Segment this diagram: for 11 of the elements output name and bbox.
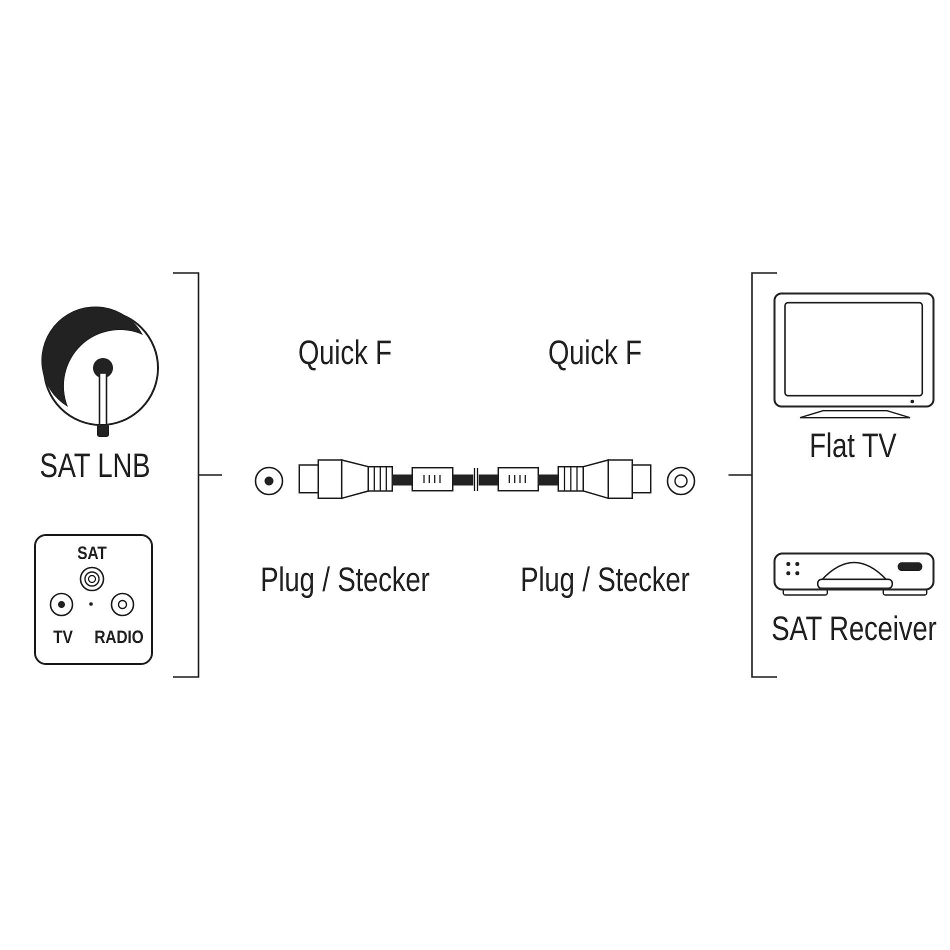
device-label: Flat TV [809,429,897,463]
socket-label: SAT [77,544,107,562]
part-label: Quick F [298,336,392,370]
part-label: Quick F [548,336,642,370]
wall-socket-plate [34,534,153,665]
device-label: SAT Receiver [771,612,937,646]
socket-label: RADIO [94,628,144,646]
socket-label: TV [53,628,73,646]
part-label: Plug / Stecker [520,563,690,597]
part-label: Plug / Stecker [260,563,430,597]
device-label: SAT LNB [40,449,150,483]
